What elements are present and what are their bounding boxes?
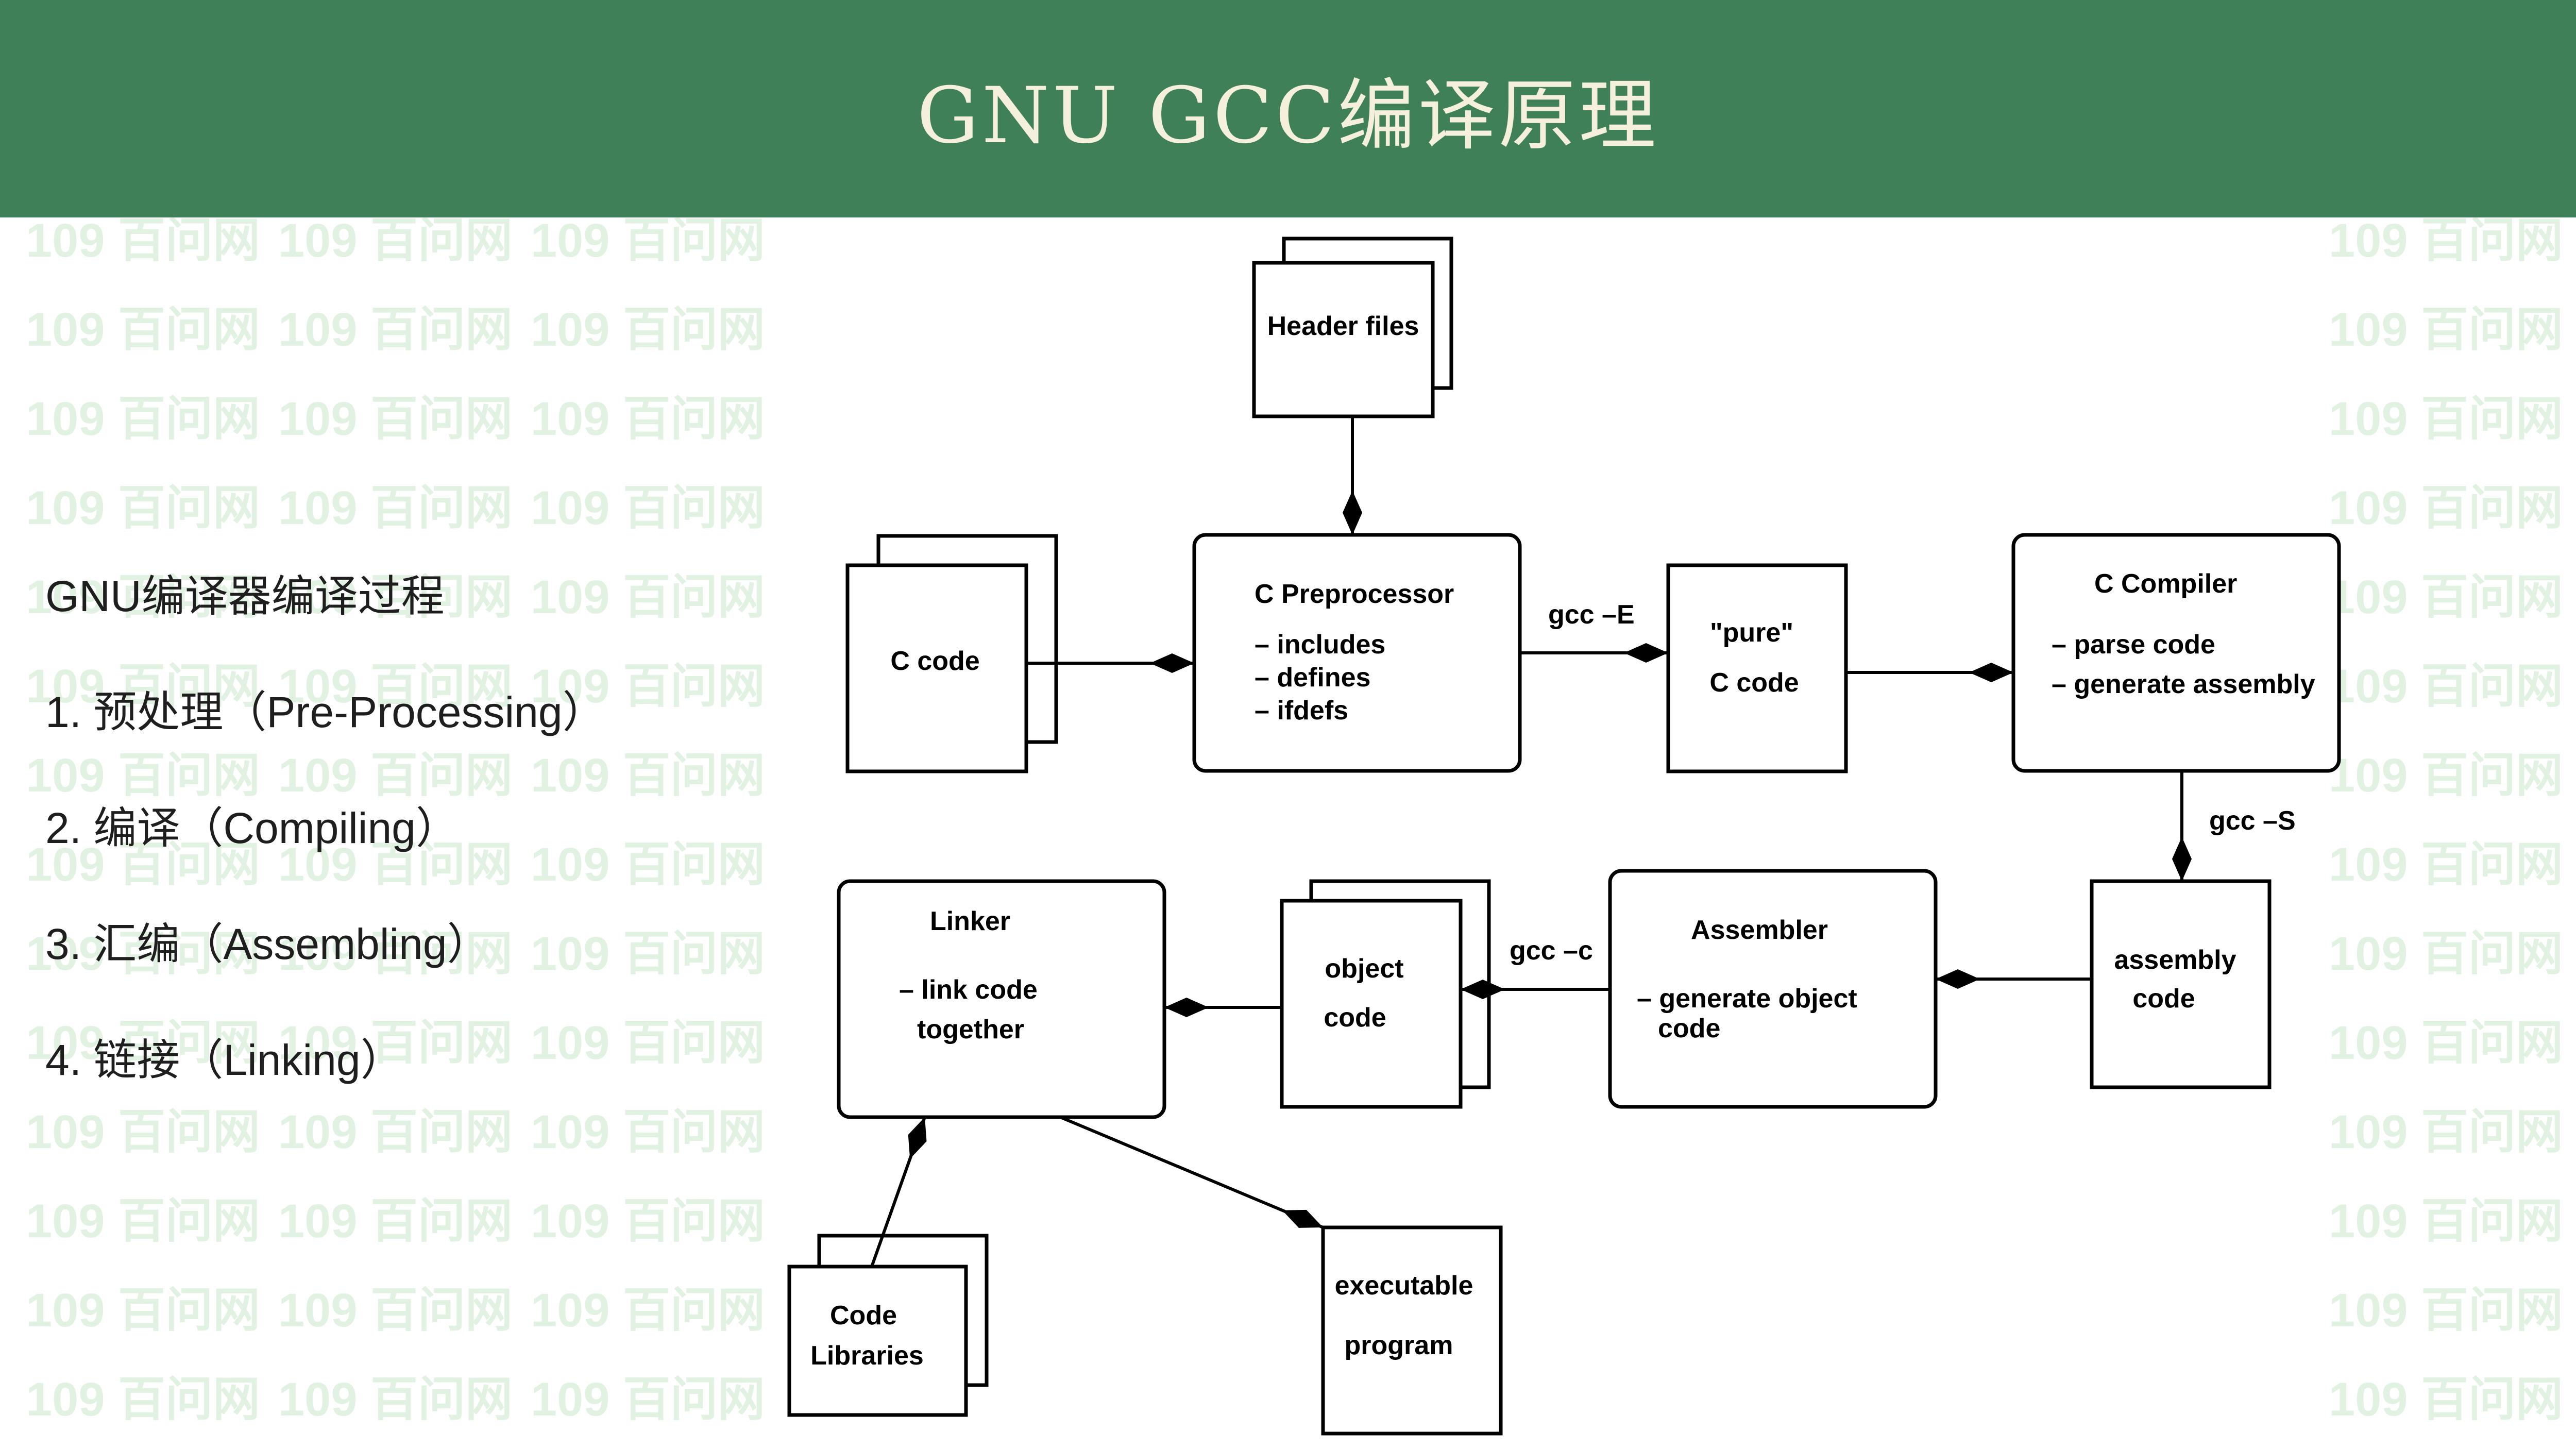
linker-node: Linker – link code together [837,879,1166,1119]
compiler-item: – generate assembly [2052,669,2315,699]
c-code-node: C code [845,534,1058,773]
outline-step: 3. 汇编（Assembling） [45,920,490,968]
linker-line2: together [917,1015,1024,1044]
preprocessor-node: C Preprocessor – includes – defines – if… [1192,533,1522,773]
outline-step: 2. 编译（Compiling） [45,804,459,852]
compiler-title: C Compiler [2094,569,2237,599]
assembly-code-line1: assembly [2114,945,2236,975]
object-code-node: object code [1280,879,1491,1109]
object-code-line1: object [1325,954,1403,984]
pure-c-code-line1: "pure" [1710,618,1793,648]
code-libraries-line2: Libraries [810,1341,924,1371]
assembler-title: Assembler [1691,915,1828,945]
object-code-line2: code [1324,1003,1386,1033]
preprocessor-title: C Preprocessor [1255,579,1454,609]
header-files-node: Header files [1252,237,1453,418]
linker-line1: – link code [899,975,1038,1005]
pure-c-code-line2: C code [1709,668,1799,698]
edge-linker-to-executable [1059,1116,1324,1229]
assembly-code-node: assembly code [2090,879,2272,1089]
edge-label-gcc-s: gcc –S [2209,806,2296,836]
preprocessor-item: – defines [1255,663,1370,693]
header-bar: GNU GCC编译原理 [0,0,2576,217]
preprocessor-item: – ifdefs [1255,696,1348,726]
compiler-node: C Compiler – parse code – generate assem… [2011,533,2341,773]
code-libraries-node: Code Libraries [787,1234,989,1417]
linker-title: Linker [930,906,1010,936]
code-libraries-line1: Code [830,1301,897,1330]
preprocessor-item: – includes [1255,630,1385,660]
executable-line1: executable [1335,1271,1473,1301]
executable-node: executable program [1321,1225,1503,1436]
edge-libraries-to-linker [870,1116,927,1268]
outline-heading: GNU编译器编译过程 [45,572,445,620]
header-files-label: Header files [1267,311,1419,341]
slide-title: GNU GCC编译原理 [917,71,1659,161]
executable-line2: program [1345,1330,1453,1360]
assembly-code-line2: code [2132,984,2195,1014]
edge-label-gcc-e: gcc –E [1548,600,1635,630]
outline-step: 4. 链接（Linking） [45,1036,404,1084]
outline-step: 1. 预处理（Pre-Processing） [45,688,606,736]
assembler-node: Assembler – generate object code [1608,869,1938,1109]
assembler-line1: – generate object [1637,984,1857,1014]
assembler-line2: code [1658,1014,1720,1043]
edge-label-gcc-c: gcc –c [1510,936,1593,966]
pure-c-code-node: "pure" C code [1666,563,1848,773]
compiler-item: – parse code [2052,630,2215,660]
c-code-label: C code [890,646,979,676]
